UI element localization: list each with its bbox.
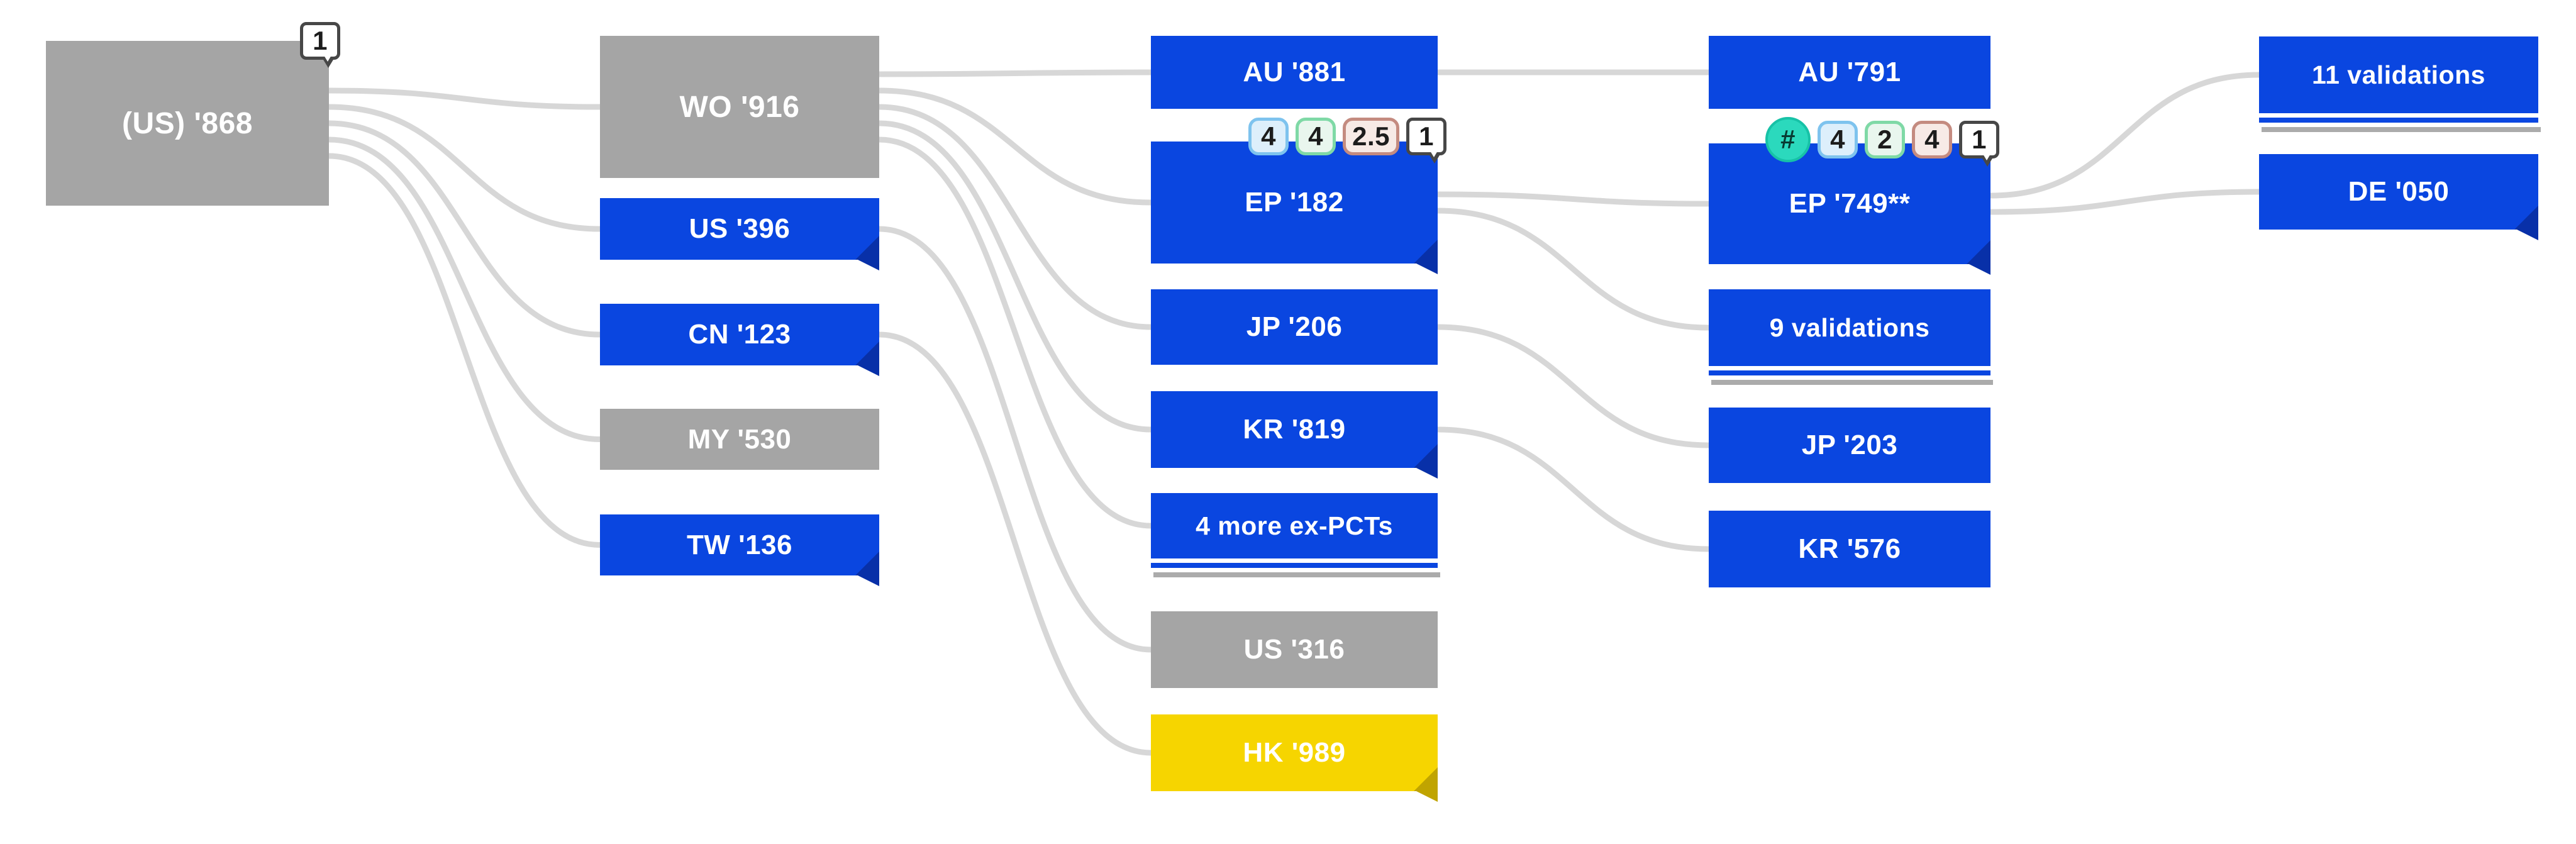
node-label: 9 validations xyxy=(1769,313,1930,342)
node-label: HK '989 xyxy=(1243,737,1346,768)
patent-node-ep-749[interactable]: EP '749** # 4 2 4 1 xyxy=(1709,117,1999,264)
citation-badge-blue[interactable]: 4 xyxy=(1248,118,1289,155)
patent-node-us-868[interactable]: (US) '868 1 xyxy=(46,22,340,206)
patent-node-us-396[interactable]: US '396 xyxy=(600,198,879,260)
ep-validations-node-9[interactable]: 9 validations xyxy=(1709,289,1993,385)
patent-node-au-881[interactable]: AU '881 xyxy=(1151,36,1438,109)
badge-row: # 4 2 4 1 xyxy=(1765,117,1999,167)
patent-node-wo-916[interactable]: WO '916 xyxy=(600,36,879,178)
patent-node-jp-203[interactable]: JP '203 xyxy=(1709,408,1990,483)
node-label: JP '206 xyxy=(1246,311,1343,342)
node-label: AU '791 xyxy=(1798,57,1901,87)
citation-badge-red[interactable]: 2.5 xyxy=(1343,118,1399,155)
patent-node-ep-182[interactable]: EP '182 4 4 2.5 1 xyxy=(1151,118,1446,264)
node-label: EP '749** xyxy=(1789,188,1911,219)
node-label: EP '182 xyxy=(1245,187,1344,218)
node-label: AU '881 xyxy=(1243,57,1346,87)
patent-node-tw-136[interactable]: TW '136 xyxy=(600,514,879,575)
badge-row: 4 4 2.5 1 xyxy=(1248,118,1446,164)
ep-validations-node-11[interactable]: 11 validations xyxy=(2259,36,2541,132)
node-label: 11 validations xyxy=(2312,60,2485,89)
node-label: 4 more ex-PCTs xyxy=(1196,511,1393,540)
patent-node-cn-123[interactable]: CN '123 xyxy=(600,304,879,365)
patent-node-jp-206[interactable]: JP '206 xyxy=(1151,289,1438,365)
more-ex-pcts-node[interactable]: 4 more ex-PCTs xyxy=(1151,493,1440,577)
citation-badge-blue[interactable]: 4 xyxy=(1818,121,1858,158)
patent-node-my-530[interactable]: MY '530 xyxy=(600,409,879,470)
hash-badge[interactable]: # xyxy=(1765,117,1811,162)
patent-node-us-316[interactable]: US '316 xyxy=(1151,611,1438,688)
node-label: (US) '868 xyxy=(122,106,253,140)
node-label: TW '136 xyxy=(686,529,792,560)
patent-node-kr-819[interactable]: KR '819 xyxy=(1151,391,1438,468)
citation-badge-red[interactable]: 4 xyxy=(1912,121,1952,158)
citation-badge-green[interactable]: 2 xyxy=(1865,121,1905,158)
patent-node-kr-576[interactable]: KR '576 xyxy=(1709,511,1990,587)
node-label: KR '576 xyxy=(1798,533,1901,564)
node-label: US '316 xyxy=(1243,634,1345,665)
note-count-badge[interactable]: 1 xyxy=(1959,121,1999,167)
node-label: KR '819 xyxy=(1243,414,1346,445)
node-label: MY '530 xyxy=(687,423,792,455)
patent-node-hk-989[interactable]: HK '989 xyxy=(1151,714,1438,791)
node-label: DE '050 xyxy=(2348,176,2450,207)
note-count-badge[interactable]: 1 xyxy=(300,22,340,68)
note-count-badge[interactable]: 1 xyxy=(1406,118,1446,164)
badge-row: 1 xyxy=(300,22,340,68)
node-label: US '396 xyxy=(689,213,791,244)
citation-badge-green[interactable]: 4 xyxy=(1296,118,1336,155)
patent-node-de-050[interactable]: DE '050 xyxy=(2259,154,2538,230)
node-label: JP '203 xyxy=(1801,430,1898,460)
node-label: WO '916 xyxy=(679,90,800,124)
node-label: CN '123 xyxy=(688,319,791,350)
patent-node-au-791[interactable]: AU '791 xyxy=(1709,36,1990,109)
